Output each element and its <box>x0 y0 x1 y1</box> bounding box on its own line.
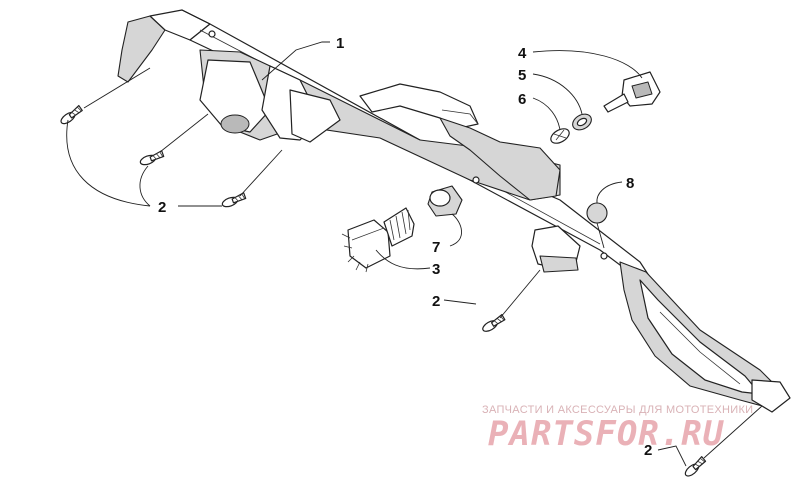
callout-5: 5 <box>518 67 526 84</box>
callout-7: 7 <box>432 239 440 256</box>
callout-6: 6 <box>518 91 526 108</box>
screw-2 <box>139 150 165 166</box>
leader-lines <box>66 41 763 467</box>
callouts: 1 2 2 2 3 4 5 6 7 8 <box>158 35 652 459</box>
callout-8: 8 <box>626 175 634 192</box>
ignition-key <box>603 71 661 113</box>
plug <box>586 202 608 224</box>
callout-2-bottom: 2 <box>644 442 652 459</box>
ignition-switch <box>341 207 415 273</box>
screw-4 <box>482 313 506 332</box>
bezel <box>572 113 592 131</box>
watermark-tagline: ЗАПЧАСТИ И АКСЕССУАРЫ ДЛЯ МОТОТЕХНИКИ <box>482 404 754 416</box>
console-housing <box>117 9 791 413</box>
callout-2-left: 2 <box>158 199 166 216</box>
callout-1: 1 <box>336 35 344 52</box>
screw-3 <box>221 192 247 208</box>
watermark-logo: PARTSFOR.RU <box>488 414 725 454</box>
ignition-nut <box>427 185 463 217</box>
washer <box>550 128 570 144</box>
screw-5 <box>684 456 707 477</box>
callout-3: 3 <box>432 261 440 278</box>
screw-1 <box>60 104 83 125</box>
callout-2-center: 2 <box>432 293 440 310</box>
callout-4: 4 <box>518 45 527 62</box>
